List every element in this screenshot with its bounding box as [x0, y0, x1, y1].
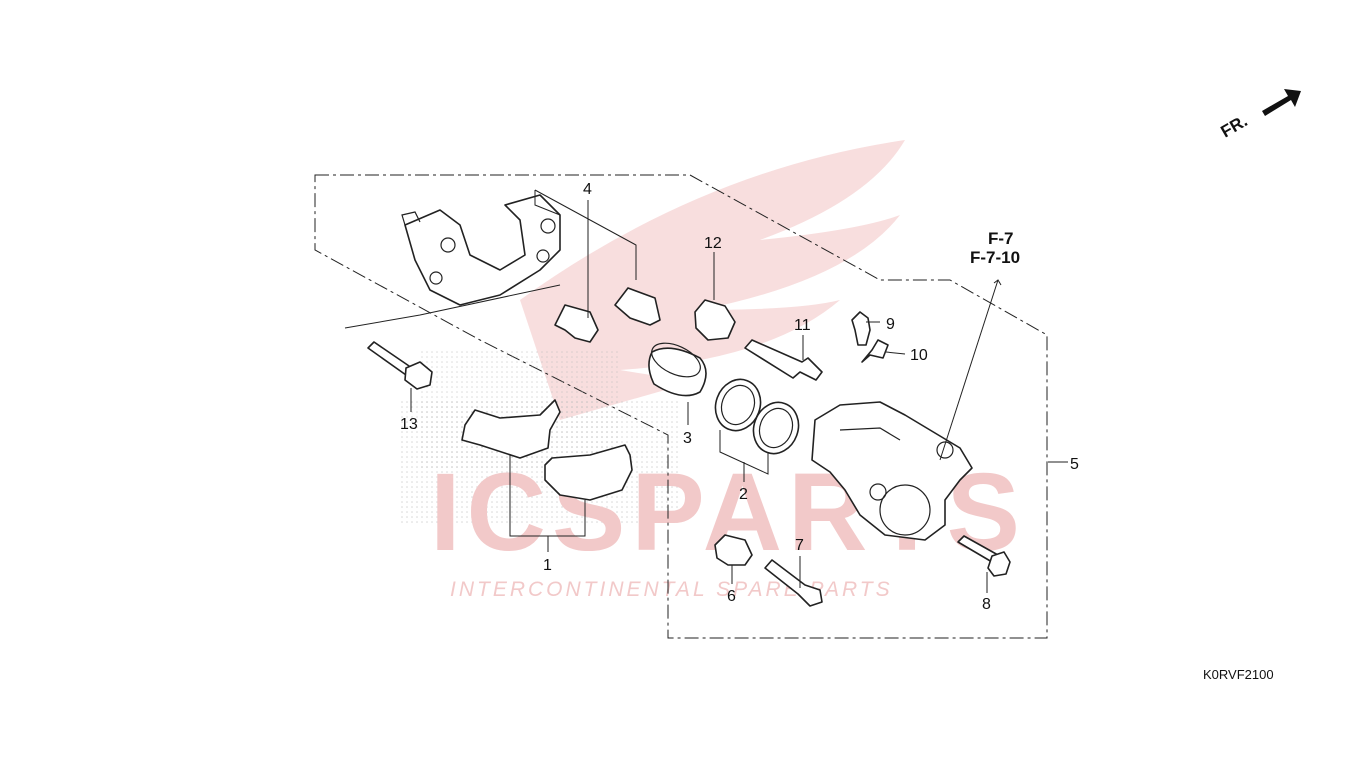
callout-13: 13: [400, 416, 418, 433]
front-arrow-icon: [1262, 89, 1301, 116]
watermark-tagline: INTERCONTINENTAL SPARE PARTS: [450, 578, 893, 601]
callout-3: 3: [683, 430, 692, 447]
callout-5: 5: [1070, 456, 1079, 473]
front-label: FR.: [1218, 111, 1251, 141]
bolt-13: [367, 341, 433, 390]
brake-pads: [461, 399, 633, 501]
bolt-8: [957, 535, 1011, 577]
callout-4: 4: [583, 181, 592, 198]
front-arrow-indicator: FR.: [1218, 89, 1301, 141]
reference-f7: F-7: [988, 229, 1014, 248]
leader-lines: [344, 189, 1068, 593]
boot-12: [694, 299, 736, 341]
callout-7: 7: [795, 537, 804, 554]
callout-9: 9: [886, 316, 895, 333]
piston-3: [648, 342, 707, 397]
callout-11: 11: [794, 317, 811, 334]
boot-6: [714, 534, 753, 566]
cap-10: [861, 339, 889, 363]
callout-2: 2: [739, 486, 748, 503]
bleeder-9: [851, 311, 871, 346]
pin-11: [744, 339, 823, 381]
caliper-bracket: [401, 194, 561, 306]
callout-12: 12: [704, 235, 722, 252]
figure-code: K0RVF2100: [1203, 667, 1274, 682]
pin-7: [764, 559, 823, 607]
seals-2: [714, 378, 800, 455]
callout-6: 6: [727, 588, 736, 605]
caliper-body: [811, 401, 973, 541]
callout-numbers: 1 2 3 4 5 6 7 8 9 10 11 12 13: [400, 181, 1079, 613]
callout-1: 1: [543, 557, 552, 574]
reference-labels: F-7 F-7-10: [970, 229, 1020, 267]
callout-8: 8: [982, 596, 991, 613]
pad-springs: [554, 287, 661, 343]
callout-10: 10: [910, 347, 928, 364]
reference-f7-10: F-7-10: [970, 248, 1020, 267]
assembly-outline: [314, 174, 1048, 639]
